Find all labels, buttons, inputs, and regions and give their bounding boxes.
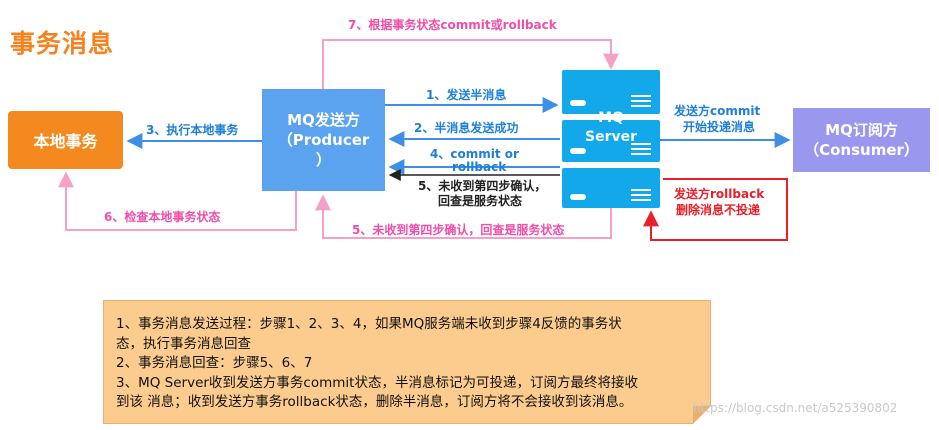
- consumer-box: MQ订阅方 （Consumer）: [793, 108, 930, 172]
- label-step2: 2、半消息发送成功: [414, 121, 519, 135]
- label-step5-black-b: 回查是服务状态: [438, 194, 523, 208]
- server-led-icon: [570, 100, 586, 106]
- server-led-icon: [570, 148, 586, 154]
- summary-note: 1、事务消息发送过程：步骤1、2、3、4，如果MQ服务端未收到步骤4反馈的事务状…: [103, 300, 711, 424]
- producer-box: MQ发送方 （Producer ）: [262, 89, 385, 191]
- producer-label-line3: ）: [315, 151, 331, 169]
- label-step1: 1、发送半消息: [426, 88, 507, 102]
- page-title: 事务消息: [10, 29, 115, 58]
- label-step4b: rollback: [452, 160, 507, 174]
- server-vent-icon: [631, 92, 651, 107]
- local-transaction-label: 本地事务: [33, 132, 98, 151]
- page-fold-icon: [693, 406, 711, 424]
- server-label-line2: Server: [584, 129, 637, 145]
- arrow-step6: [58, 171, 297, 231]
- label-rollback-b: 删除消息不投递: [676, 203, 761, 217]
- label-commit-a: 发送方commit: [674, 104, 761, 118]
- server-unit-middle: [562, 120, 660, 162]
- local-transaction-box: 本地事务: [8, 111, 123, 169]
- producer-label-line1: MQ发送方: [287, 111, 360, 129]
- arrow-rollback: [643, 178, 788, 241]
- note-line5: 到该 消息；收到发送方事务rollback状态，删除半消息，订阅方将不会接收到该…: [116, 394, 633, 410]
- server-unit-top: [562, 70, 660, 114]
- note-line3: 2、事务消息回查：步骤5、6、7: [116, 355, 313, 371]
- consumer-label-line2: （Consumer）: [804, 141, 919, 159]
- label-step4a: 4、commit or: [430, 147, 519, 161]
- label-step5-black-a: 5、未收到第四步确认，: [418, 179, 547, 193]
- label-rollback-a: 发送方rollback: [674, 187, 765, 201]
- label-step7: 7、根据事务状态commit或rollback: [348, 18, 557, 32]
- consumer-label-line1: MQ订阅方: [825, 121, 898, 139]
- note-line1: 1、事务消息发送过程：步骤1、2、3、4，如果MQ服务端未收到步骤4反馈的事务状: [116, 316, 622, 332]
- server-label: MQ Server: [562, 109, 660, 147]
- watermark: https://blog.csdn.net/a525390802: [693, 401, 898, 415]
- label-commit-b: 开始投递消息: [683, 120, 756, 134]
- label-step5-pink: 5、未收到第四步确认，回查是服务状态: [352, 223, 565, 237]
- label-step6: 6、检查本地事务状态: [104, 210, 221, 224]
- label-step3: 3、执行本地事务: [146, 123, 239, 137]
- server-unit-bottom: [562, 168, 660, 208]
- server-vent-icon: [631, 186, 651, 201]
- note-line2: 态，执行事务消息回查: [116, 335, 251, 352]
- server-vent-icon: [631, 140, 651, 155]
- server-label-line1: MQ: [598, 110, 624, 126]
- producer-label-line2: （Producer: [277, 131, 370, 149]
- note-line4: 3、MQ Server收到发送方事务commit状态，半消息标记为可投递，订阅方…: [116, 374, 638, 391]
- arrow-step5-pink: [315, 194, 612, 239]
- arrow-step7: [322, 39, 619, 89]
- server-led-icon: [570, 194, 586, 200]
